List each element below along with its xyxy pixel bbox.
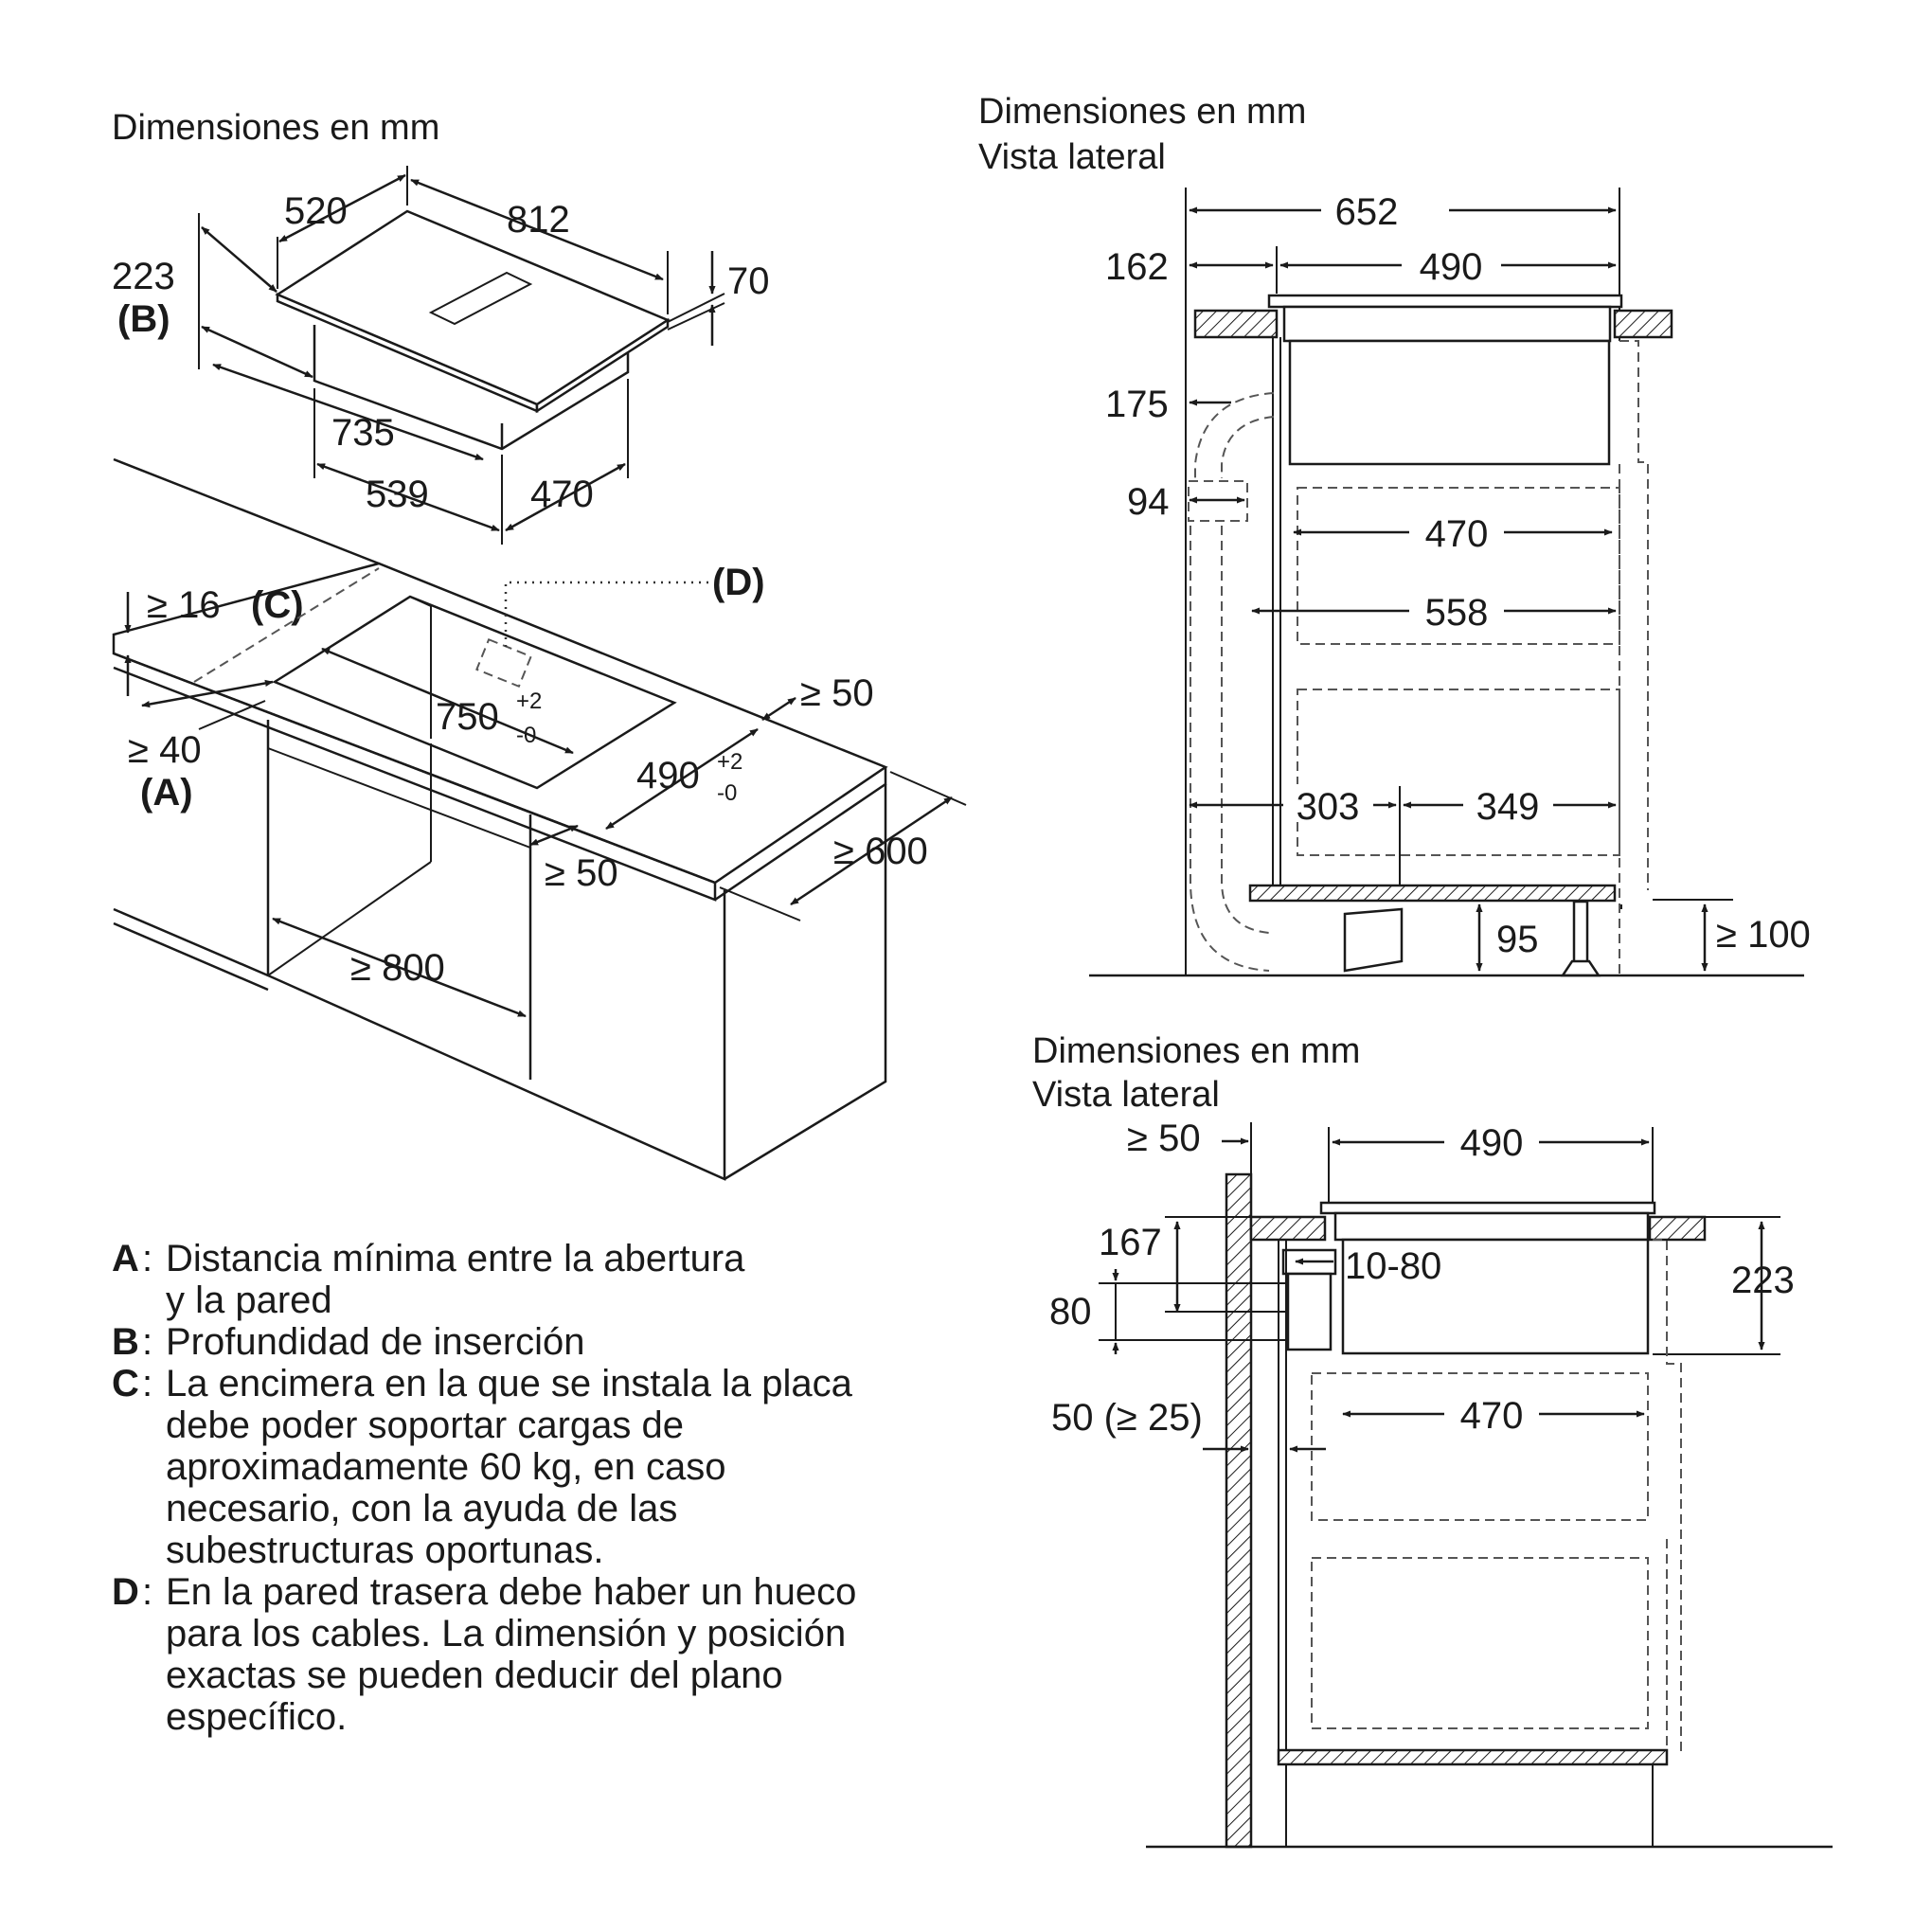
dim-min50-front: ≥ 50: [545, 852, 618, 894]
legend-C-line-4: necesario, con la ayuda de las: [166, 1488, 677, 1530]
svg-text::: :: [142, 1321, 152, 1363]
label-D: (D): [712, 562, 765, 603]
dim-750: 750: [436, 696, 499, 738]
legend-key-C: C: [112, 1363, 139, 1404]
legend-A-line-2: y la pared: [166, 1279, 332, 1321]
side1-dim-95: 95: [1496, 919, 1539, 960]
legend-C-line-5: subestructuras oportunas.: [166, 1530, 603, 1571]
side1-hob-glass: [1267, 294, 1623, 309]
side1-dim-349: 349: [1476, 786, 1540, 828]
side2-dim-80: 80: [1049, 1291, 1092, 1333]
dim-min800: ≥ 800: [350, 947, 445, 989]
legend-key-D: D: [112, 1571, 139, 1613]
worktop-front-edge: [113, 652, 717, 902]
side1-bottom-shelf: [1248, 884, 1617, 903]
side2-dim-10-80: 10-80: [1345, 1245, 1441, 1287]
dim-min600: ≥ 600: [833, 831, 928, 872]
side2-wall: [1225, 1172, 1253, 1849]
legend-D-line-3: exactas se pueden deducir del plano: [166, 1655, 783, 1696]
legend-C-line-3: aproximadamente 60 kg, en caso: [166, 1446, 725, 1488]
dim-812: 812: [507, 199, 570, 241]
cabinet-body: [266, 720, 726, 1181]
side2-hob-unit: [1341, 1238, 1650, 1355]
legend-D-line-2: para los cables. La dimensión y posición: [166, 1613, 846, 1655]
side2-dim-490: 490: [1460, 1122, 1524, 1164]
dim-223: 223: [112, 256, 175, 297]
side1-worktop-left: [1193, 309, 1279, 339]
legend: A : Distancia mínima entre la abertura y…: [112, 1238, 856, 1738]
legend-C-line-1: La encimera en la que se instala la plac…: [166, 1363, 853, 1404]
side1-hob-unit: [1288, 339, 1611, 466]
legend-C-line-2: debe poder soportar cargas de: [166, 1404, 684, 1446]
dim-min50-right: ≥ 50: [800, 672, 874, 714]
side1-dim-175: 175: [1105, 384, 1169, 425]
hob-vent-slot: [428, 271, 533, 326]
svg-text::: :: [142, 1363, 152, 1404]
dim-min40: ≥ 40: [128, 729, 202, 771]
dim-750-tol-plus: +2: [516, 689, 542, 714]
legend-D-line-1: En la pared trasera debe haber un hueco: [166, 1571, 856, 1613]
side1-dim-94: 94: [1127, 481, 1170, 523]
dim-min40-ref: (A): [140, 772, 193, 814]
side2-dim-470: 470: [1460, 1395, 1524, 1437]
iso-appliance-view: Dimensiones en mm 520 812 223 (B) 70 735: [112, 108, 770, 545]
side2-dim-167: 167: [1099, 1222, 1162, 1263]
side2-dim-min50: ≥ 50: [1127, 1118, 1201, 1159]
side2-worktop-left: [1249, 1215, 1327, 1242]
side1-dim-652: 652: [1335, 191, 1399, 233]
side1-dim-558: 558: [1425, 592, 1489, 634]
hob-glass-side: [535, 317, 670, 414]
dim-539: 539: [366, 474, 429, 515]
dim-735: 735: [331, 412, 395, 454]
side-view-2: Dimensiones en mm Vista lateral ≥ 50 490…: [1032, 1031, 1833, 1849]
legend-D-line-4: específico.: [166, 1696, 347, 1738]
svg-text::: :: [142, 1571, 152, 1613]
dim-490: 490: [636, 755, 700, 796]
side2-hob-glass: [1319, 1201, 1656, 1215]
side1-worktop-right: [1613, 309, 1673, 339]
side1-hob-body: [1282, 305, 1612, 343]
side1-duct: [1194, 392, 1275, 478]
side1-dim-470: 470: [1425, 513, 1489, 555]
iso-cutout-view: (D) ≥ 16 (C) ≥ 40 (A) 750 +2 -0 490 +2 -…: [112, 457, 967, 1181]
side2-dim-50: 50 (≥ 25): [1051, 1397, 1203, 1439]
dim-490-tol-minus: -0: [717, 780, 737, 806]
dim-min16-ref: (C): [251, 584, 304, 626]
dim-490-tol-plus: +2: [717, 749, 742, 775]
side1-dim-303: 303: [1297, 786, 1360, 828]
side1-dim-100: ≥ 100: [1716, 914, 1811, 956]
legend-key-B: B: [112, 1321, 139, 1363]
side1-subheading: Vista lateral: [978, 137, 1166, 177]
dim-223-ref: (B): [117, 298, 170, 340]
side2-dim-223: 223: [1731, 1260, 1795, 1301]
side1-dim-162: 162: [1105, 246, 1169, 288]
dim-750-tol-minus: -0: [516, 723, 536, 748]
legend-B-line-1: Profundidad de inserción: [166, 1321, 585, 1363]
dim-520: 520: [284, 190, 348, 232]
iso-heading: Dimensiones en mm: [112, 108, 439, 148]
side1-heading: Dimensiones en mm: [978, 92, 1306, 132]
svg-text::: :: [142, 1238, 152, 1279]
dim-470: 470: [530, 474, 594, 515]
dim-70: 70: [727, 260, 770, 302]
side-view-1: Dimensiones en mm Vista lateral 652 162 …: [978, 92, 1811, 977]
side2-heading: Dimensiones en mm: [1032, 1031, 1360, 1071]
side1-dim-490: 490: [1420, 246, 1483, 288]
dim-min16: ≥ 16: [147, 584, 221, 626]
side2-worktop-right: [1648, 1215, 1707, 1242]
side2-bottom-shelf: [1277, 1748, 1669, 1766]
legend-A-line-1: Distancia mínima entre la abertura: [166, 1238, 745, 1279]
side2-subheading: Vista lateral: [1032, 1075, 1220, 1115]
legend-key-A: A: [112, 1238, 139, 1279]
